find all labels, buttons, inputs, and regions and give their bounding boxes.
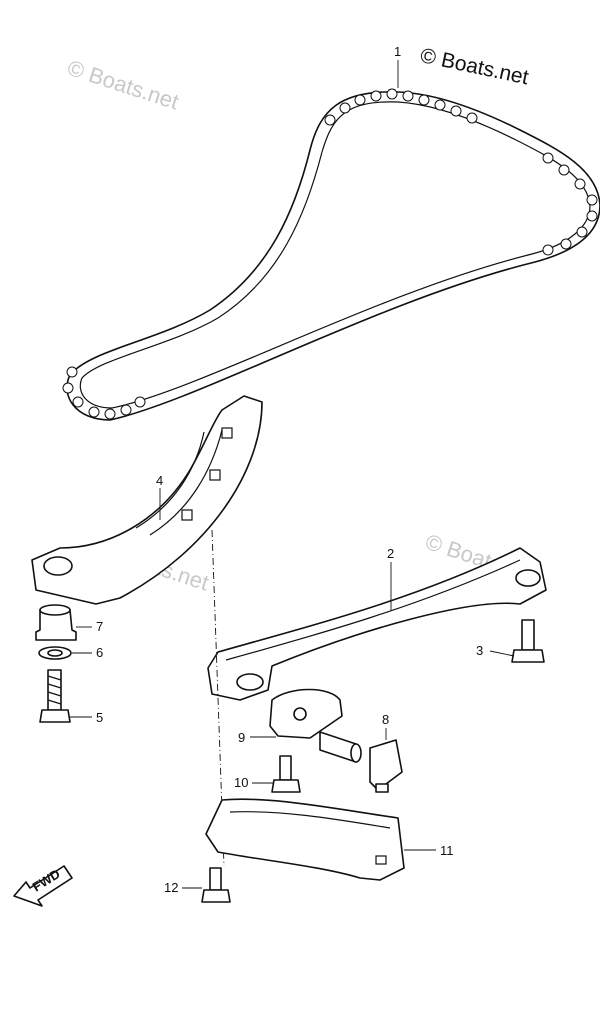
bolt-5[interactable] <box>39 669 71 723</box>
callout-3: 3 <box>476 643 483 658</box>
callout-5: 5 <box>96 710 103 725</box>
chain-tensioner[interactable] <box>269 688 362 763</box>
callout-2: 2 <box>387 546 394 561</box>
watermark-faint-top: © Boats.net <box>64 55 181 114</box>
callout-10: 10 <box>234 775 248 790</box>
fwd-arrow: FWD <box>13 865 73 907</box>
chain-guide[interactable] <box>31 395 263 605</box>
collar[interactable] <box>35 604 77 641</box>
bolt-12[interactable] <box>201 867 231 903</box>
callout-8: 8 <box>382 712 389 727</box>
bolt-3[interactable] <box>511 619 545 663</box>
callout-11: 11 <box>440 843 454 858</box>
callout-4: 4 <box>156 473 163 488</box>
washer[interactable] <box>38 646 72 660</box>
bolt-10[interactable] <box>271 755 301 793</box>
callout-12: 12 <box>164 880 178 895</box>
leader-lines <box>70 60 515 889</box>
timing-chain[interactable] <box>62 88 600 421</box>
callout-7: 7 <box>96 619 103 634</box>
plunger-block[interactable] <box>369 739 403 793</box>
callout-6: 6 <box>96 645 103 660</box>
callout-1: 1 <box>394 44 401 59</box>
callout-9: 9 <box>238 730 245 745</box>
guide-bracket[interactable] <box>205 798 405 881</box>
tensioner-guide[interactable] <box>207 547 547 701</box>
